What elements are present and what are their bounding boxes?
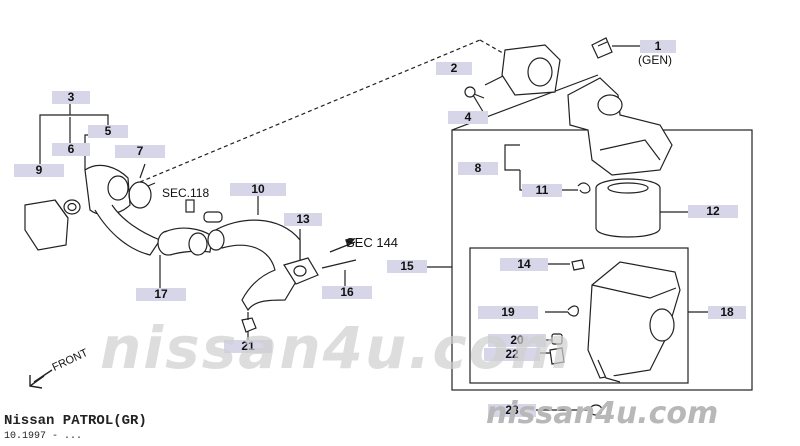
screw-part-20 — [551, 333, 563, 345]
callout-8: 8 — [458, 162, 498, 175]
nut-part-23 — [589, 404, 603, 416]
callout-18: 18 — [708, 306, 746, 319]
bracket-3 — [39, 114, 109, 117]
callout-3: 3 — [52, 91, 90, 104]
callout-17: 17 — [136, 288, 186, 301]
grommet-part-14 — [571, 259, 585, 271]
sec118-label: SEC.118 — [162, 186, 210, 200]
dashed-connector — [139, 39, 481, 183]
front-arrow-icon — [29, 369, 53, 389]
callout-12: 12 — [688, 205, 738, 218]
callout-11: 11 — [522, 184, 562, 197]
callout-4: 4 — [448, 111, 488, 124]
callout-5: 5 — [88, 125, 128, 138]
callout-9: 9 — [14, 164, 64, 177]
watermark-main: nissan4u.com — [100, 314, 573, 382]
small-parts — [549, 259, 603, 416]
bracket-8 — [504, 144, 520, 171]
lower-case-box — [469, 247, 689, 384]
footer-model: Nissan PATROL(GR) — [4, 413, 147, 429]
bolt-part-4 — [464, 86, 485, 99]
tube-part-10 — [207, 219, 301, 312]
end-cap-part-9 — [24, 199, 69, 251]
sensor-sec118 — [185, 199, 223, 223]
clamp-part-7 — [128, 181, 156, 209]
clip-part-19 — [567, 305, 579, 317]
filter-part-12 — [595, 178, 661, 238]
flange-part-13 — [283, 257, 319, 285]
callout-16: 16 — [322, 286, 372, 299]
clip-part-11 — [577, 182, 591, 194]
label-plate-part-1 — [591, 37, 613, 59]
valve-part-22 — [549, 347, 565, 365]
callout-7: 7 — [115, 145, 165, 158]
sec144-label: SEC 144 — [346, 235, 399, 250]
callout-19: 19 — [478, 306, 538, 319]
lower-case-part-18 — [587, 261, 681, 383]
footer-date: 10.1997 - ... — [4, 431, 83, 442]
watermark-corner: nissan4u.com — [486, 396, 719, 431]
gen-label: (GEN) — [638, 53, 672, 67]
studs-part-16 — [321, 238, 357, 269]
cover-part-8 — [567, 77, 673, 176]
bolt-part-21 — [241, 312, 257, 333]
adapter-part-2 — [501, 44, 561, 96]
callout-20: 20 — [488, 334, 546, 347]
callout-10: 10 — [230, 183, 286, 196]
callout-1: 1 — [640, 40, 676, 53]
callout-21: 21 — [224, 340, 272, 353]
hose-part-17 — [157, 227, 213, 256]
callout-22: 22 — [484, 348, 540, 361]
clamp-part-6 — [63, 199, 81, 215]
callout-13: 13 — [284, 213, 322, 226]
callout-15: 15 — [387, 260, 427, 273]
callout-23: 23 — [488, 404, 536, 417]
callout-14: 14 — [500, 258, 548, 271]
duct-part-5 — [84, 164, 161, 256]
callout-6: 6 — [52, 143, 90, 156]
callout-2: 2 — [436, 62, 472, 75]
